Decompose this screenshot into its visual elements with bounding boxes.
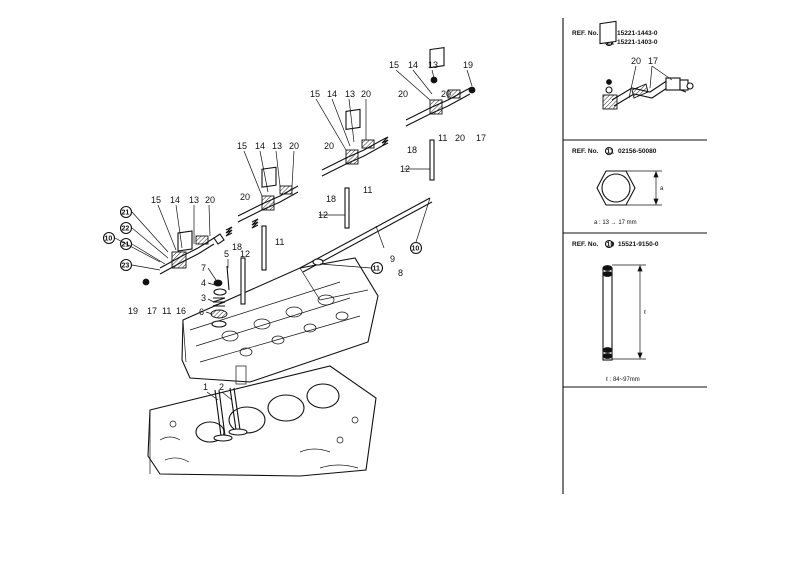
callout-7: 7 — [201, 263, 206, 273]
leader-lines — [114, 69, 473, 401]
callout-19-b: 19 — [463, 60, 473, 70]
svg-text:11: 11 — [373, 266, 381, 273]
valve-spring-stack — [210, 265, 230, 328]
callout-1: 1 — [203, 382, 208, 392]
callout-18-a: 18 — [232, 242, 242, 252]
callout-14-c: 14 — [327, 89, 337, 99]
svg-text:21: 21 — [122, 242, 130, 249]
callout-16: 16 — [176, 306, 186, 316]
callout-18-c: 18 — [407, 145, 417, 155]
panel1-ref-label: REF. No. — [572, 30, 599, 37]
svg-text:22: 22 — [607, 40, 615, 47]
svg-text:10: 10 — [607, 242, 615, 249]
callout-14-a: 14 — [170, 195, 180, 205]
svg-text:21: 21 — [122, 210, 130, 217]
callout-12-a: 12 — [240, 249, 250, 259]
callout-17-b: 17 — [476, 133, 486, 143]
callout-15-a: 15 — [151, 195, 161, 205]
panel1-callout-17: 17 — [648, 56, 658, 66]
callout-3: 3 — [201, 293, 206, 303]
callout-11-a: 11 — [162, 306, 171, 316]
callout-17-a: 17 — [147, 306, 157, 316]
callout-13-c: 13 — [345, 89, 355, 99]
callout-13-b: 13 — [272, 141, 282, 151]
panel1-callout-20: 20 — [631, 56, 641, 66]
callout-18-b: 18 — [326, 194, 336, 204]
panel2-ref-mark: 11 — [604, 146, 615, 156]
callout-20-a: 20 — [205, 195, 215, 205]
panel1-part-b: 15221-1403-0 — [617, 39, 658, 46]
long-shaft — [299, 197, 433, 273]
svg-text:23: 23 — [122, 263, 130, 270]
callout-14-b: 14 — [255, 141, 265, 151]
callout-15-d: 15 — [389, 60, 399, 70]
panel2-ref-label: REF. No. — [572, 148, 599, 155]
callout-20-g: 20 — [441, 89, 451, 99]
callout-20-f: 20 — [398, 89, 408, 99]
circled-22: 22 — [119, 221, 133, 235]
callout-13-a: 13 — [189, 195, 199, 205]
callout-8: 8 — [398, 268, 403, 278]
callout-15-b: 15 — [237, 141, 247, 151]
rocker-arm-sketch — [599, 20, 694, 110]
svg-text:11: 11 — [607, 149, 615, 156]
panel3-ref-label: REF. No. — [572, 241, 599, 248]
circled-23: 23 — [119, 258, 133, 272]
circled-10: 10 — [102, 231, 116, 245]
callout-4: 4 — [201, 278, 206, 288]
callout-15-c: 15 — [310, 89, 320, 99]
callout-13-d: 13 — [428, 60, 438, 70]
cylinder-head — [181, 257, 379, 385]
svg-text:22: 22 — [122, 226, 130, 233]
callout-11-c: 11 — [363, 185, 372, 195]
callout-20-e: 20 — [361, 89, 371, 99]
valves — [213, 387, 248, 442]
rocker-assembly-3 — [321, 108, 389, 177]
callout-6: 6 — [199, 307, 204, 317]
circled-21-a: 21 — [119, 205, 133, 219]
panel2-dim-note: a : 13 → 17 mm — [594, 220, 637, 226]
reference-panel-frame — [562, 18, 707, 494]
ref-panel-nut: REF. No. 11 02156-50080 a a : 13 → 17 mm — [572, 146, 664, 226]
callout-20-b: 20 — [240, 192, 250, 202]
panel1-part-a: 15221-1443-0 — [617, 30, 658, 37]
ref-panel-rocker-arm: REF. No. 21 15221-1443-0 22 15221-1403-0… — [572, 20, 694, 110]
panel2-part: 02156-50080 — [618, 148, 657, 155]
circled-11: 11 — [370, 261, 384, 275]
callout-20-d: 20 — [324, 141, 334, 151]
hex-nut-shape — [596, 170, 636, 206]
push-rods — [240, 139, 435, 305]
rocker-assembly-1 — [142, 226, 233, 286]
push-rod-sketch — [602, 265, 613, 361]
callout-14-d: 14 — [408, 60, 418, 70]
cylinder-block — [147, 365, 377, 477]
svg-text:10: 10 — [412, 246, 420, 253]
callout-20-h: 20 — [455, 133, 465, 143]
callout-5: 5 — [224, 249, 229, 259]
callout-19-a: 19 — [128, 306, 138, 316]
panel3-dim-symbol: ℓ — [644, 309, 646, 316]
callout-2: 2 — [219, 382, 224, 392]
callout-20-c: 20 — [289, 141, 299, 151]
rocker-assembly-2 — [237, 166, 299, 229]
circled-10-b: 10 — [409, 241, 423, 255]
callout-11-d: 11 — [438, 133, 447, 143]
panel2-dim-symbol: a — [660, 186, 664, 192]
svg-text:10: 10 — [105, 236, 113, 243]
ref-panel-push-rod: REF. No. 10 15521-9150-0 ℓ ℓ : 84~97mm — [572, 239, 659, 383]
callout-11-b: 11 — [275, 237, 284, 247]
callout-9: 9 — [390, 254, 395, 264]
panel3-part: 15521-9150-0 — [618, 241, 659, 248]
panel3-ref-mark: 10 — [604, 239, 615, 249]
circled-callouts: 21 21 22 23 10 11 10 — [102, 205, 423, 275]
panel3-dim-note: ℓ : 84~97mm — [606, 376, 640, 383]
